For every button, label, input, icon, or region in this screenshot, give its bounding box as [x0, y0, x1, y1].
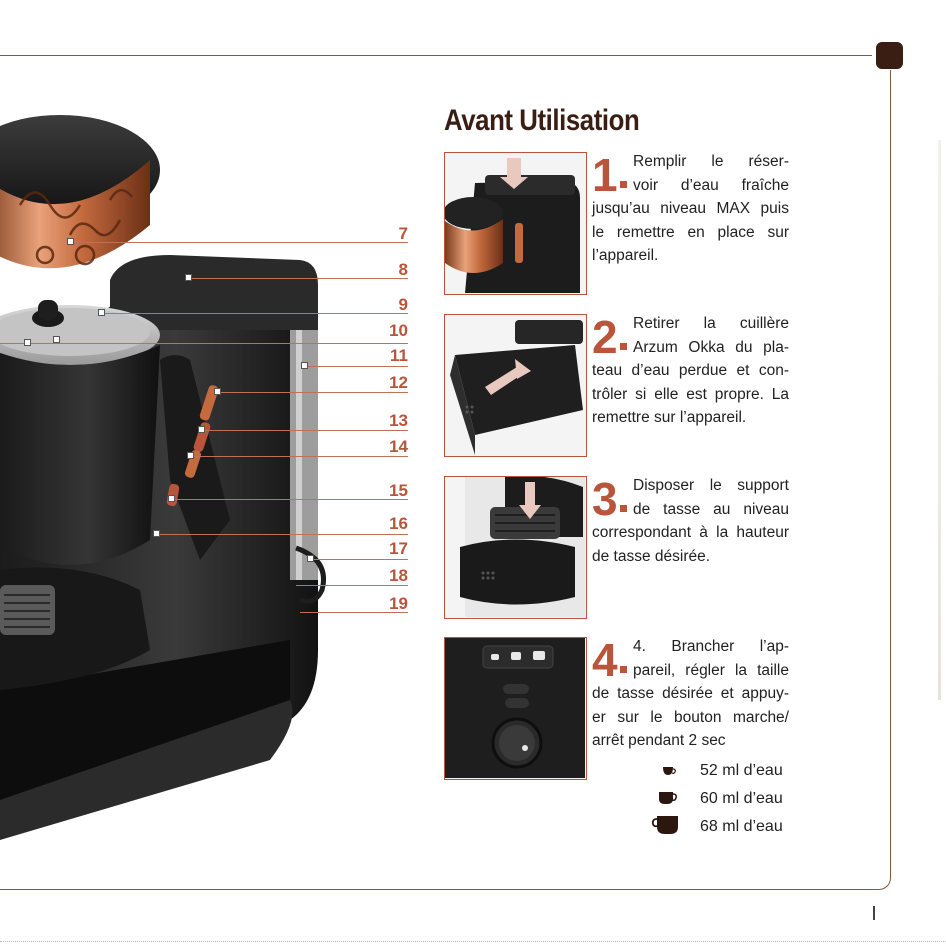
section-tab-marker: [876, 42, 903, 69]
callout-line-13: [202, 430, 408, 431]
bottom-perforation: [0, 941, 946, 942]
step-2-number: 2: [592, 311, 618, 363]
step-4-text-first: 4. Brancher l’ap-: [633, 638, 789, 655]
step-4-line-2: pareil, régler la taille: [633, 661, 789, 679]
callout-marker-13: [198, 426, 205, 433]
step-2-text-first: Retirer la cuillère: [633, 315, 789, 332]
callout-line-7: [71, 242, 408, 243]
callout-number-18: 18: [389, 566, 408, 585]
step-4-text: pareil, régler la taille de tasse désiré…: [592, 659, 789, 753]
callout-marker-15: [168, 495, 175, 502]
callout-line-16: [157, 534, 408, 535]
callout-number-16: 16: [389, 514, 408, 533]
page-title: Avant Utilisation: [444, 104, 640, 137]
callout-number-11: 11: [390, 346, 408, 365]
next-page-edge: [938, 140, 941, 700]
bottom-rule: [0, 889, 878, 890]
small-cup-icon: [663, 767, 676, 775]
step-2-line-5: remettre sur l’appareil.: [592, 409, 747, 426]
callout-marker-7: [67, 238, 74, 245]
callout-line-11: [305, 366, 408, 367]
step-2-line-4: trôler si elle est propre. La: [592, 385, 789, 403]
step-2-line-2: Arzum Okka du pla-: [633, 338, 789, 356]
step-4-line-4: er sur le bouton marche/: [592, 708, 789, 726]
page-number-tick: [873, 906, 875, 920]
step-2-photo: [444, 314, 587, 457]
step-1-photo: [444, 152, 587, 295]
step-1-line-2: voir d’eau fraîche: [633, 176, 789, 194]
callout-marker-9: [98, 309, 105, 316]
callout-marker-12: [214, 388, 221, 395]
cup-size-medium: 60 ml d’eau: [650, 787, 790, 811]
callout-line-12: [218, 392, 408, 393]
callout-marker-10b: [53, 336, 60, 343]
step-3-line-2: de tasse au niveau: [633, 500, 789, 518]
step-2-line-3: teau d’eau perdue et con-: [592, 362, 789, 379]
cup-size-small-label: 52 ml d’eau: [700, 762, 783, 779]
callout-marker-11: [301, 362, 308, 369]
step-3-number: 3: [592, 473, 618, 525]
step-1-line-4: le remettre en place sur: [592, 223, 789, 241]
step-1-text-first: Remplir le réser-: [633, 153, 789, 170]
coffee-machine-photo: [0, 115, 326, 840]
large-cup-icon: [652, 816, 678, 834]
step-2-square: [620, 343, 627, 350]
callout-number-19: 19: [389, 594, 408, 613]
cup-size-medium-label: 60 ml d’eau: [700, 790, 783, 807]
callout-number-8: 8: [398, 260, 408, 279]
callout-line-18: [296, 585, 408, 586]
step-3-line-3: correspondant à la hauteur: [592, 524, 789, 541]
callout-line-19: [300, 612, 408, 613]
step-1-line-3: jusqu’au niveau MAX puis: [592, 200, 789, 217]
callout-number-7: 7: [398, 224, 408, 243]
step-1-square: [620, 181, 627, 188]
step-4-line-3: de tasse désirée et appuy-: [592, 685, 789, 702]
callout-line-10: [0, 343, 408, 344]
step-4-photo: [444, 637, 587, 780]
callout-marker-10a: [24, 339, 31, 346]
step-3-line-4: de tasse désirée.: [592, 547, 711, 565]
callout-number-10: 10: [389, 321, 408, 340]
callout-line-9: [102, 313, 408, 314]
step-3-text: de tasse au niveau correspondant à la ha…: [592, 498, 789, 569]
callout-line-15: [172, 499, 408, 500]
top-rule: [0, 55, 872, 56]
cup-size-large: 68 ml d’eau: [650, 815, 790, 839]
callout-line-14: [191, 456, 408, 457]
callout-number-12: 12: [389, 373, 408, 392]
step-1-line-5: l’appareil.: [592, 247, 659, 264]
callout-number-14: 14: [389, 437, 408, 456]
callout-marker-17: [307, 555, 314, 562]
step-1-number: 1: [592, 149, 618, 201]
step-1-text: voir d’eau fraîche jusqu’au niveau MAX p…: [592, 174, 789, 268]
callout-marker-8: [185, 274, 192, 281]
corner-rule: [878, 877, 891, 890]
callout-line-8: [189, 278, 408, 279]
callout-number-17: 17: [389, 539, 408, 558]
callout-marker-14: [187, 452, 194, 459]
step-4-number: 4: [592, 634, 618, 686]
callout-number-9: 9: [398, 295, 408, 314]
step-3-photo: [444, 476, 587, 619]
step-2-text: Arzum Okka du pla- teau d’eau perdue et …: [592, 336, 789, 430]
step-3-square: [620, 505, 627, 512]
step-4-line-5: arrêt pendant 2 sec: [592, 732, 726, 749]
callout-line-17: [311, 559, 408, 560]
medium-cup-icon: [659, 792, 677, 804]
step-4-square: [620, 666, 627, 673]
cup-size-small: 52 ml d’eau: [650, 759, 790, 783]
cup-size-large-label: 68 ml d’eau: [700, 818, 783, 835]
callout-number-13: 13: [389, 411, 408, 430]
callout-number-15: 15: [389, 481, 408, 500]
step-3-text-first: Disposer le support: [633, 477, 789, 494]
right-rule: [890, 70, 891, 878]
callout-marker-16: [153, 530, 160, 537]
